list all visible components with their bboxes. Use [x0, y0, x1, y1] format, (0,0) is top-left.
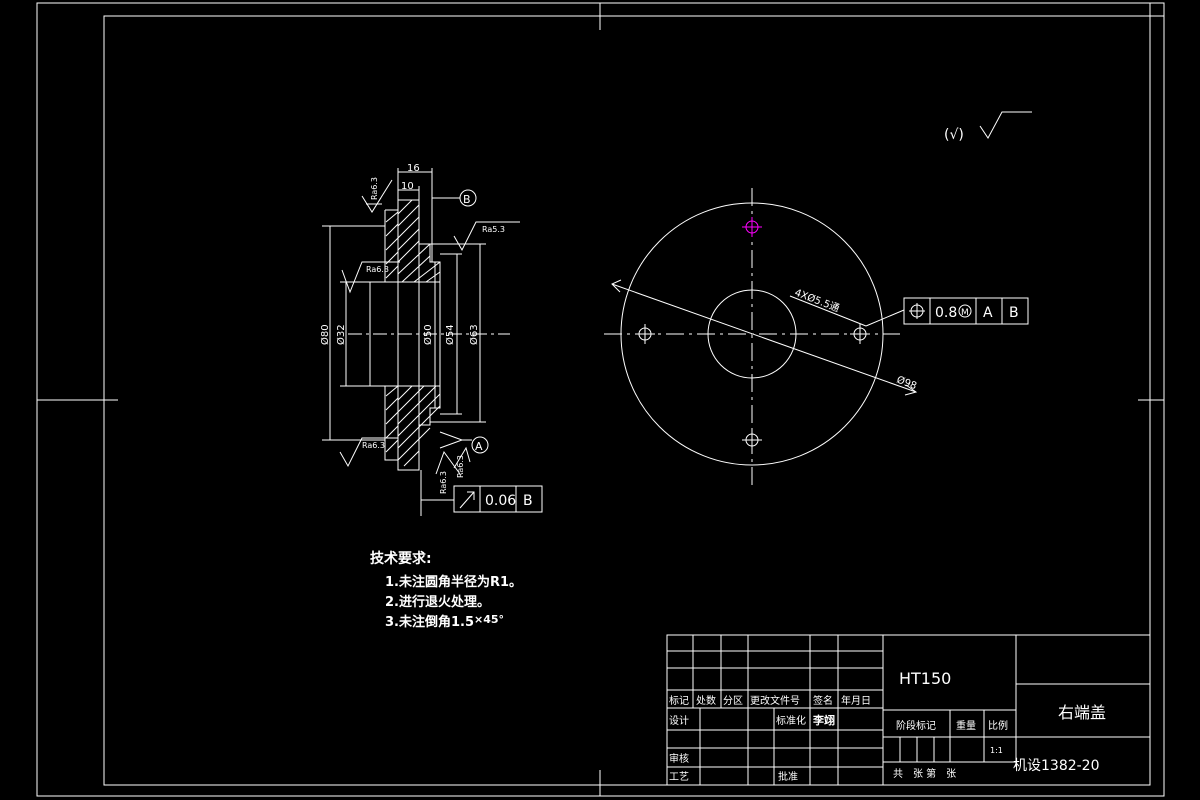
lbl-zhongliang: 重量 — [956, 719, 976, 732]
dim-d50: Ø50 — [422, 324, 434, 345]
tech-item-3: 3.未注倒角1.5 — [385, 614, 474, 630]
ra-bottom-2: Ra6.3 — [456, 455, 465, 478]
dim-16: 16 — [407, 163, 420, 174]
datum-b: B — [463, 193, 471, 206]
lbl-bili: 比例 — [988, 719, 1008, 732]
hole-callout: 4XØ5.5通 — [793, 287, 841, 315]
tech-title: 技术要求: — [370, 550, 432, 567]
runout-datum: B — [523, 493, 533, 509]
hdr-gengai: 更改文件号 — [750, 694, 800, 707]
position-modifier: M — [961, 308, 969, 318]
val-designer: 李翊 — [812, 713, 835, 727]
part-name: 右端盖 — [1058, 703, 1106, 722]
dim-10: 10 — [401, 181, 414, 192]
lbl-gongyi: 工艺 — [669, 771, 689, 783]
dim-d32: Ø32 — [335, 324, 347, 345]
runout-value: 0.06 — [485, 493, 516, 509]
front-view — [604, 111, 1032, 486]
material: HT150 — [899, 669, 951, 688]
dim-d54: Ø54 — [444, 324, 456, 345]
dim-d98: Ø98 — [895, 374, 919, 393]
lbl-jieduan: 阶段标记 — [896, 719, 936, 732]
hdr-fenqu: 分区 — [723, 695, 743, 707]
ra-top: Ra6.3 — [370, 177, 379, 200]
hatch-bottom — [385, 385, 441, 467]
lbl-shenhe: 审核 — [669, 752, 689, 765]
title-block — [666, 634, 1151, 786]
datum-a: A — [475, 440, 483, 453]
drawing-number: 机设1382-20 — [1013, 758, 1100, 774]
sheet-border — [36, 2, 1165, 797]
ra-right-top: Ra5.3 — [482, 225, 505, 234]
position-datum-a: A — [983, 305, 993, 321]
lbl-pizhun: 批准 — [778, 770, 798, 783]
position-value: 0.8 — [935, 305, 957, 321]
tech-item-1: 1.未注圆角半径为R1。 — [385, 574, 522, 590]
position-datum-b: B — [1009, 305, 1019, 321]
lbl-sheji: 设计 — [669, 714, 689, 727]
ra-bottom-1: Ra6.3 — [439, 471, 448, 494]
hdr-nianyueri: 年月日 — [841, 694, 871, 707]
dim-d80: Ø80 — [319, 324, 331, 345]
tech-item-2: 2.进行退火处理。 — [385, 594, 490, 610]
val-scale: 1:1 — [990, 746, 1003, 755]
hdr-chushu: 处数 — [696, 694, 716, 707]
hdr-biaoji: 标记 — [669, 695, 689, 707]
tech-item-3-suffix: ×45° — [474, 613, 504, 626]
lbl-biaozhunhua: 标准化 — [776, 714, 806, 727]
ra-bottom-left: Ra6.3 — [362, 441, 385, 450]
hatch-top — [385, 199, 441, 283]
section-view — [322, 168, 543, 516]
ra-mid-left: Ra6.3 — [366, 265, 389, 274]
lbl-sheets: 共 张 第 张 — [893, 767, 956, 780]
hdr-qianming: 签名 — [813, 694, 833, 707]
other-roughness: (√) — [944, 127, 964, 143]
dim-d63: Ø63 — [468, 324, 480, 345]
